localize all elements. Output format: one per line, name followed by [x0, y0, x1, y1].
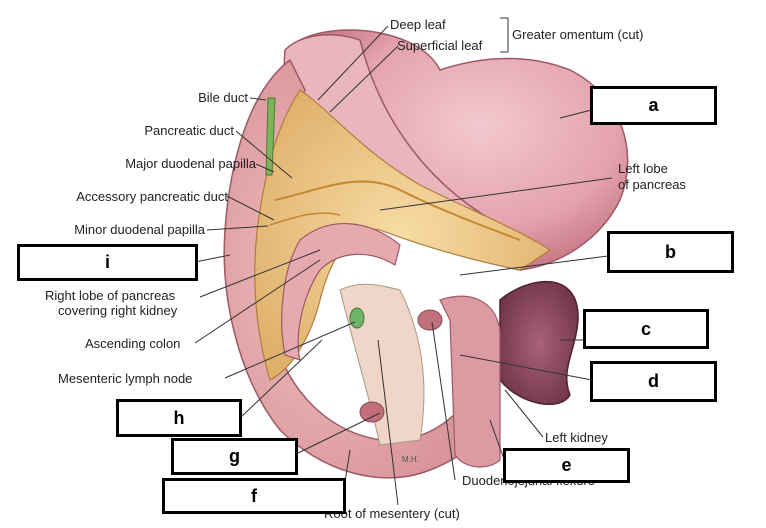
left-lobe-label-line2: of pancreas: [618, 177, 686, 192]
answer-box-i[interactable]: i: [17, 244, 198, 281]
answer-box-e[interactable]: e: [503, 448, 630, 483]
answer-box-c[interactable]: c: [583, 309, 709, 349]
ascending-colon: [281, 222, 401, 361]
left-kidney: [499, 280, 579, 406]
answer-box-a[interactable]: a: [590, 86, 717, 125]
answer-box-b[interactable]: b: [607, 231, 734, 273]
answer-box-h[interactable]: h: [116, 399, 242, 437]
right-lobe-label-line1: Right lobe of pancreas: [45, 288, 176, 303]
answer-box-g[interactable]: g: [171, 438, 298, 475]
pancreatic-duct-label: Pancreatic duct: [144, 123, 234, 138]
left-lobe-label-line1: Left lobe: [618, 161, 668, 176]
root-of-mesentery-label: Root of mesentery (cut): [324, 506, 460, 521]
ileum-lumen: [359, 401, 385, 423]
major-duodenal-papilla-label: Major duodenal papilla: [125, 156, 256, 171]
accessory-duct-line: [269, 212, 341, 226]
deep-leaf-label: Deep leaf: [390, 17, 446, 32]
superficial-leaf-label: Superficial leaf: [397, 38, 483, 53]
mesentery: [339, 283, 425, 446]
artist-signature: M.H.: [402, 455, 419, 464]
right-lobe-label-line2: covering right kidney: [58, 303, 178, 318]
lymph-node: [349, 307, 365, 329]
bile-duct-shape: [265, 97, 276, 176]
minor-duodenal-papilla-label: Minor duodenal papilla: [74, 222, 205, 237]
mesenteric-lymph-node-label: Mesenteric lymph node: [58, 371, 193, 386]
answer-box-f[interactable]: f: [162, 478, 346, 514]
jejunum-lumen: [417, 309, 443, 331]
left-kidney-label: Left kidney: [545, 430, 608, 445]
accessory-pancreatic-duct-label: Accessory pancreatic duct: [76, 189, 228, 204]
ascending-colon-label: Ascending colon: [85, 336, 181, 351]
answer-box-d[interactable]: d: [590, 361, 717, 402]
greater-omentum-label: Greater omentum (cut): [512, 27, 644, 42]
jejunum: [439, 295, 501, 468]
pancreatic-duct-line: [274, 180, 521, 241]
bile-duct-label: Bile duct: [198, 90, 248, 105]
